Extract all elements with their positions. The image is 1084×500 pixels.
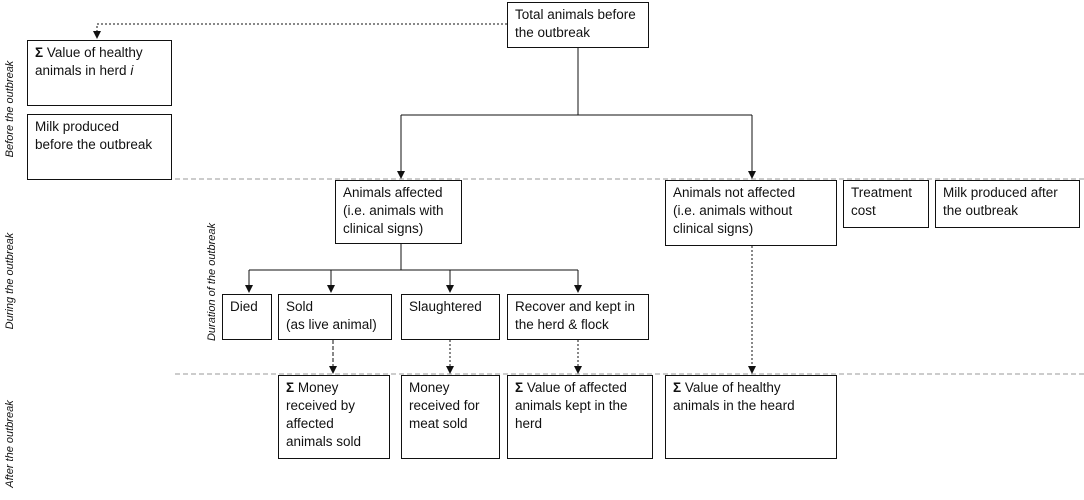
value-healthy-before-text: Value of healthy animals in herd	[35, 45, 143, 78]
box-total-animals: Total animals before the outbreak	[507, 2, 649, 48]
value-affected-text: Value of affected animals kept in the he…	[515, 380, 628, 431]
box-value-healthy-before: Σ Value of healthy animals in herd i	[27, 40, 172, 106]
box-money-sold: Σ Money received by affected animals sol…	[278, 375, 390, 459]
box-animals-affected: Animals affected (i.e. animals with clin…	[335, 180, 462, 244]
box-died: Died	[222, 294, 272, 340]
sigma-symbol: Σ	[35, 45, 44, 60]
value-healthy-after-text: Value of healthy animals in the heard	[673, 380, 795, 413]
money-sold-text: Money received by affected animals sold	[286, 380, 362, 449]
herd-index: i	[130, 63, 134, 78]
box-slaughtered: Slaughtered	[401, 294, 500, 340]
phase-label-after: After the outbreak	[4, 400, 16, 488]
phase-label-duration: Duration of the outbreak	[206, 222, 218, 342]
box-milk-after: Milk produced after the outbreak	[935, 180, 1080, 228]
box-milk-before: Milk produced before the outbreak	[27, 114, 172, 180]
box-value-affected-kept: Σ Value of affected animals kept in the …	[507, 375, 653, 459]
box-recover: Recover and kept in the herd & flock	[507, 294, 649, 340]
sigma-symbol: Σ	[515, 380, 524, 395]
box-value-healthy-after: Σ Value of healthy animals in the heard	[665, 375, 837, 459]
box-sold: Sold (as live animal)	[278, 294, 392, 340]
box-treatment-cost: Treatment cost	[843, 180, 929, 228]
sigma-symbol: Σ	[673, 380, 682, 395]
arrow-total-to-value-healthy	[93, 23, 507, 39]
box-money-meat: Money received for meat sold	[401, 375, 500, 459]
sigma-symbol: Σ	[286, 380, 295, 395]
phase-label-during: During the outbreak	[4, 232, 16, 330]
box-animals-not-affected: Animals not affected (i.e. animals witho…	[665, 180, 837, 246]
phase-label-before: Before the outbreak	[4, 60, 16, 158]
